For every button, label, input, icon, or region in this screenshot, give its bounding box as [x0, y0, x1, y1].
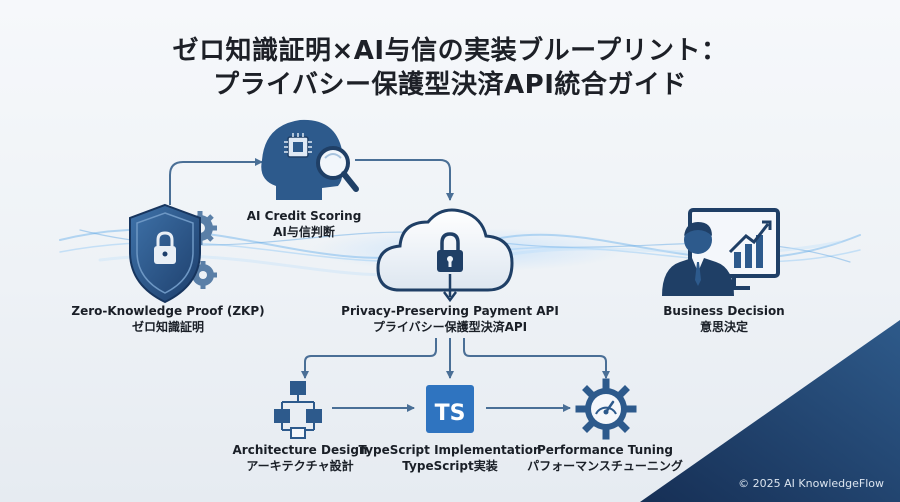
node-label-typescript: TypeScript Implementation TypeScript実装 — [358, 442, 541, 474]
typescript-badge-text: TS — [435, 401, 466, 426]
node-label-performance-jp: パフォーマンスチューニング — [527, 459, 683, 473]
head-chip-magnifier-icon — [261, 119, 359, 200]
connector-ai-to-api — [355, 159, 454, 201]
node-label-business-en: Business Decision — [663, 304, 785, 318]
node-label-ai-en: AI Credit Scoring — [246, 209, 362, 223]
businessman-chart-icon — [662, 208, 780, 296]
node-label-typescript-en: TypeScript Implementation — [358, 443, 542, 457]
node-label-architecture: Architecture Design アーキテクチャ設計 — [233, 442, 368, 474]
typescript-icon: TS — [426, 385, 474, 433]
node-label-business: Business Decision 意思決定 — [663, 303, 784, 335]
shield-lock-gears-icon — [129, 203, 217, 304]
node-label-api: Privacy-Preserving Payment API プライバシー保護型… — [341, 303, 559, 335]
connector-api-to-architecture — [301, 338, 437, 379]
page-title-line-2: プライバシー保護型決済API統合ガイド — [213, 70, 687, 100]
node-label-zkp: Zero-Knowledge Proof (ZKP) ゼロ知識証明 — [71, 303, 264, 335]
node-label-api-jp: プライバシー保護型決済API — [372, 320, 528, 334]
cloud-lock-icon — [376, 208, 514, 303]
corner-decoration — [640, 320, 900, 502]
copyright-text: © 2025 AI KnowledgeFlow — [738, 477, 884, 490]
node-label-typescript-jp: TypeScript実装 — [402, 459, 498, 473]
node-label-performance-en: Performance Tuning — [536, 443, 674, 457]
node-label-business-jp: 意思決定 — [699, 320, 748, 334]
page-title-line-1: ゼロ知識証明×AI与信の実装ブループリント： — [172, 36, 728, 66]
node-label-api-en: Privacy-Preserving Payment API — [341, 304, 559, 318]
node-label-ai: AI Credit Scoring AI与信判断 — [247, 208, 362, 240]
flowchart-icon — [274, 381, 322, 439]
node-label-ai-jp: AI与信判断 — [273, 225, 335, 239]
gear-gauge-icon — [575, 378, 637, 440]
node-label-performance: Performance Tuning パフォーマンスチューニング — [527, 442, 683, 474]
node-label-architecture-en: Architecture Design — [232, 443, 368, 457]
connector-api-to-performance — [463, 338, 610, 379]
node-label-zkp-jp: ゼロ知識証明 — [131, 320, 205, 334]
connector-zkp-to-ai — [169, 158, 263, 205]
node-label-architecture-jp: アーキテクチャ設計 — [246, 459, 354, 473]
node-label-zkp-en: Zero-Knowledge Proof (ZKP) — [71, 304, 265, 318]
